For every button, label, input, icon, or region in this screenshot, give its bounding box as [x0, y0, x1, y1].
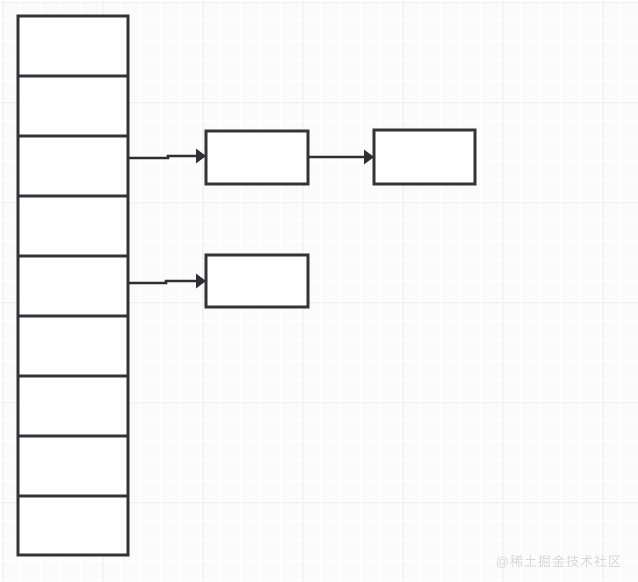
link-bucket2-to-node-a — [128, 148, 206, 164]
bucket-array-outline — [16, 14, 130, 557]
chain-node-c-rect[interactable] — [204, 253, 310, 309]
link-node-a-to-node-b — [308, 149, 374, 165]
chain-node-b-rect[interactable] — [372, 128, 477, 186]
chain-node-a-rect[interactable] — [204, 129, 310, 186]
bucket-cell-6[interactable] — [18, 376, 128, 436]
bucket-cell-1[interactable] — [18, 76, 128, 136]
chain-node-a[interactable] — [204, 129, 310, 186]
bucket-cell-4[interactable] — [18, 256, 128, 316]
bucket-cell-7[interactable] — [18, 436, 128, 496]
bucket-array — [16, 14, 130, 557]
bucket-cell-0[interactable] — [18, 16, 128, 76]
link-bucket2-to-node-a-path — [128, 154, 196, 160]
bucket-cell-8[interactable] — [18, 496, 128, 555]
watermark: @稀土掘金技术社区 — [495, 554, 622, 569]
link-bucket4-to-node-c — [128, 273, 206, 289]
bucket-cell-2[interactable] — [18, 136, 128, 196]
link-bucket4-to-node-c-path — [128, 279, 196, 285]
link-node-a-to-node-b-arrowhead — [364, 149, 374, 165]
link-bucket2-to-node-a-arrowhead — [196, 148, 206, 164]
bucket-cell-5[interactable] — [18, 316, 128, 376]
chain-node-c[interactable] — [204, 253, 310, 309]
bucket-cell-3[interactable] — [18, 196, 128, 256]
chain-node-b[interactable] — [372, 128, 477, 186]
link-bucket4-to-node-c-arrowhead — [196, 273, 206, 289]
